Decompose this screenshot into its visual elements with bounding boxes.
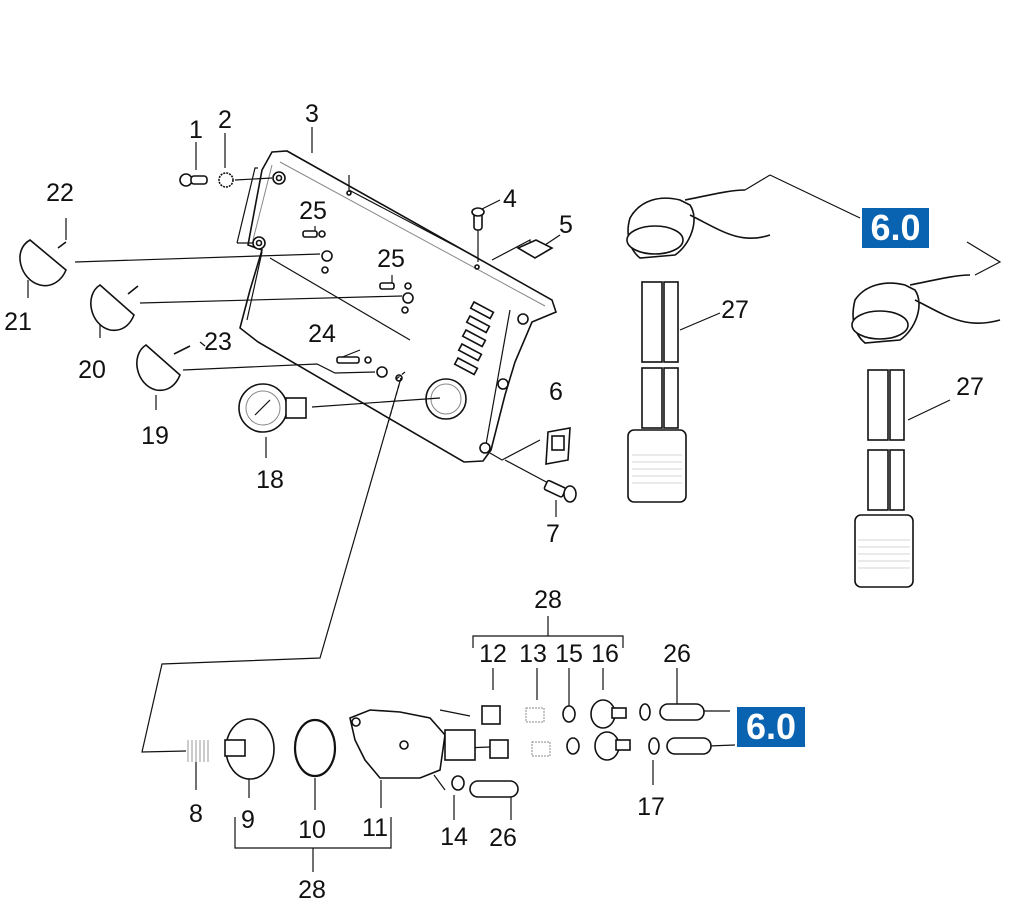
screw-24 — [336, 356, 372, 364]
callout-8: 8 — [189, 800, 203, 828]
screw-4 — [471, 207, 485, 231]
clamps-14-17 — [451, 703, 660, 791]
callout-2: 2 — [218, 106, 232, 134]
clip-5 — [516, 239, 554, 259]
pump-body-11 — [349, 709, 476, 779]
callout-14: 14 — [440, 823, 468, 851]
callout-labels: 1 2 3 4 5 6 7 8 9 10 11 12 13 14 15 16 1… — [4, 100, 984, 904]
o-ring-10 — [293, 718, 337, 778]
spring-8 — [187, 740, 209, 762]
callout-3: 3 — [305, 100, 319, 128]
reference-badge-top[interactable]: 6.0 — [862, 208, 929, 248]
control-panel — [236, 150, 557, 463]
hoses-26 — [469, 703, 712, 798]
knob-21 — [19, 239, 67, 287]
callout-21: 21 — [4, 308, 32, 336]
screws-25 — [302, 230, 412, 290]
callout-10: 10 — [298, 816, 326, 844]
probe-filter-mesh — [858, 539, 910, 569]
fittings-16 — [590, 699, 631, 761]
gauge-18 — [238, 383, 307, 433]
callout-17: 17 — [637, 793, 665, 821]
callout-11: 11 — [362, 814, 388, 842]
callout-28-lower: 28 — [298, 876, 326, 904]
pump-cover-9 — [224, 718, 275, 780]
callout-26-right: 26 — [663, 640, 691, 668]
callout-25-upper: 25 — [299, 197, 327, 225]
callout-27-left: 27 — [721, 296, 749, 324]
knob-19 — [136, 344, 181, 392]
callout-25-lower: 25 — [377, 245, 405, 273]
washer-2 — [218, 172, 234, 188]
callout-12: 12 — [479, 640, 507, 668]
springs-13 — [525, 707, 551, 757]
callout-19: 19 — [141, 422, 169, 450]
knob-20 — [90, 284, 135, 332]
pointers-22-23 — [57, 241, 191, 355]
o-rings-15 — [562, 705, 580, 755]
callout-18: 18 — [256, 466, 284, 494]
callout-27-right: 27 — [956, 373, 984, 401]
reference-badge-bottom[interactable]: 6.0 — [737, 707, 805, 747]
callout-4: 4 — [503, 185, 517, 213]
callout-15: 15 — [555, 640, 583, 668]
callout-20: 20 — [78, 356, 106, 384]
bracket-6 — [545, 427, 571, 465]
callout-1: 1 — [189, 116, 203, 144]
callout-23: 23 — [204, 328, 232, 356]
valves-12 — [481, 705, 509, 759]
callout-13: 13 — [519, 640, 547, 668]
callout-24: 24 — [308, 320, 336, 348]
callout-22: 22 — [46, 179, 74, 207]
callout-16: 16 — [591, 640, 619, 668]
probe-filter-mesh — [632, 454, 682, 484]
callout-6: 6 — [549, 378, 563, 406]
callout-26-lower: 26 — [489, 824, 517, 852]
level-probe-right — [851, 274, 1001, 588]
callout-5: 5 — [559, 211, 573, 239]
callout-7: 7 — [546, 520, 560, 548]
bolt-7 — [543, 479, 577, 503]
callout-9: 9 — [241, 806, 255, 834]
vent-slots — [453, 300, 495, 376]
leader-lines — [27, 127, 1002, 872]
screw-1 — [179, 173, 208, 187]
level-probe-left — [626, 189, 771, 503]
callout-28-upper: 28 — [534, 586, 562, 614]
